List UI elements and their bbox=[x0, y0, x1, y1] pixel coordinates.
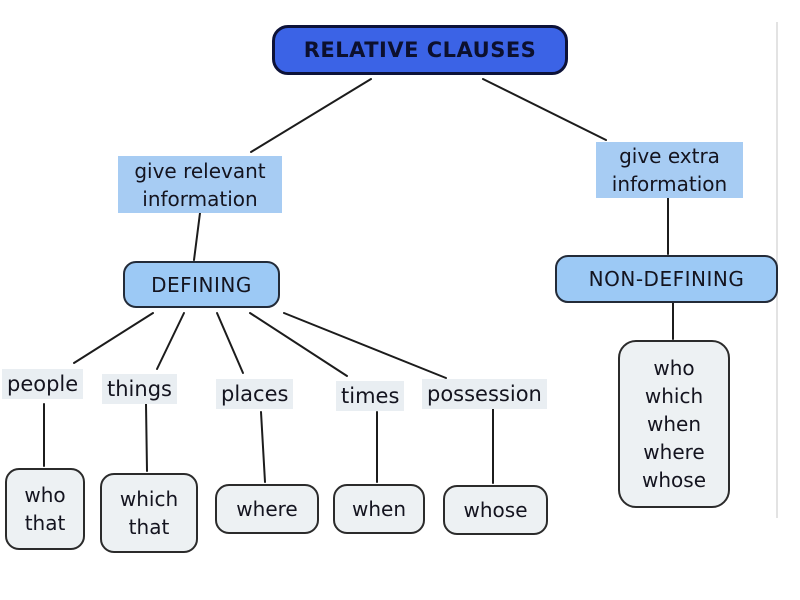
left-note: give relevant information bbox=[118, 156, 282, 213]
category-label-people: people bbox=[2, 369, 84, 399]
line-places-to-leaf bbox=[260, 411, 266, 483]
leaf-possession-words: whose bbox=[443, 485, 548, 535]
leaf-times-words: when bbox=[333, 484, 425, 534]
line-root-to-left-note bbox=[250, 78, 372, 153]
line-defining-to-things bbox=[156, 312, 185, 370]
line-root-to-right-note bbox=[482, 78, 607, 141]
line-things-to-leaf bbox=[145, 403, 148, 472]
right-note: give extra information bbox=[596, 142, 743, 198]
line-defining-to-places bbox=[216, 312, 244, 374]
root-node-relative-clauses: RELATIVE CLAUSES bbox=[272, 25, 568, 75]
leaf-things-words: which that bbox=[100, 473, 198, 553]
line-defining-to-possession bbox=[283, 312, 447, 379]
category-label-possession: possession bbox=[422, 379, 547, 409]
non-defining-node: NON-DEFINING bbox=[555, 255, 778, 303]
category-label-things: things bbox=[102, 374, 177, 404]
line-left-note-to-defining bbox=[193, 212, 201, 261]
line-defining-to-people bbox=[73, 312, 154, 364]
category-label-times: times bbox=[336, 381, 405, 411]
leaf-non-defining-words: who which when where whose bbox=[618, 340, 730, 508]
leaf-people-words: who that bbox=[5, 468, 85, 550]
defining-node: DEFINING bbox=[123, 261, 280, 308]
category-label-places: places bbox=[216, 379, 294, 409]
leaf-places-words: where bbox=[215, 484, 319, 534]
line-defining-to-times bbox=[249, 312, 348, 377]
